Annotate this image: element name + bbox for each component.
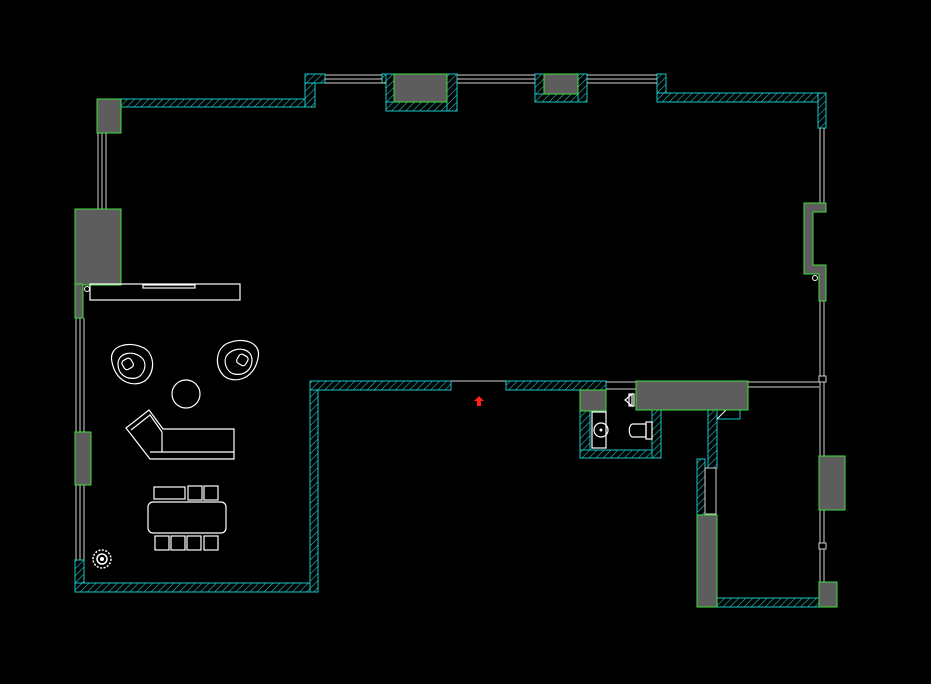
- shower-valve-icon: [624, 392, 635, 408]
- plant-icon: [92, 549, 112, 569]
- bottom-left-wall: [74, 582, 319, 593]
- interior-wall-vertical: [309, 380, 319, 593]
- dining-table-icon: [147, 485, 227, 551]
- coffee-table: [171, 379, 201, 409]
- column: [579, 389, 607, 412]
- toilet-icon: [628, 421, 653, 440]
- column: [696, 514, 718, 608]
- column: [74, 283, 84, 319]
- bathroom: [579, 381, 662, 459]
- column: [74, 208, 122, 286]
- washbasin-icon: [591, 411, 609, 449]
- column: [803, 202, 827, 302]
- outlet-marker: [812, 275, 818, 281]
- column: [96, 98, 122, 134]
- column: [635, 380, 749, 411]
- top-glazing: [325, 74, 657, 84]
- left-glazing: [75, 133, 107, 562]
- interior-wall-horizontal-left: [309, 380, 452, 391]
- column: [818, 455, 846, 511]
- column: [543, 73, 579, 95]
- entry-arrow-icon: [474, 396, 484, 406]
- armchair-icon: [110, 343, 154, 385]
- armchair-icon: [216, 339, 260, 381]
- outlet-marker: [84, 286, 90, 292]
- interior-wall-horizontal-right: [505, 380, 607, 391]
- column: [393, 73, 448, 103]
- column: [74, 431, 92, 486]
- tv-console: [89, 283, 241, 301]
- right-glazing: [818, 128, 827, 582]
- columns: [74, 73, 846, 608]
- top-wall: [120, 73, 827, 129]
- column: [818, 581, 838, 608]
- sofa-icon: [125, 409, 235, 460]
